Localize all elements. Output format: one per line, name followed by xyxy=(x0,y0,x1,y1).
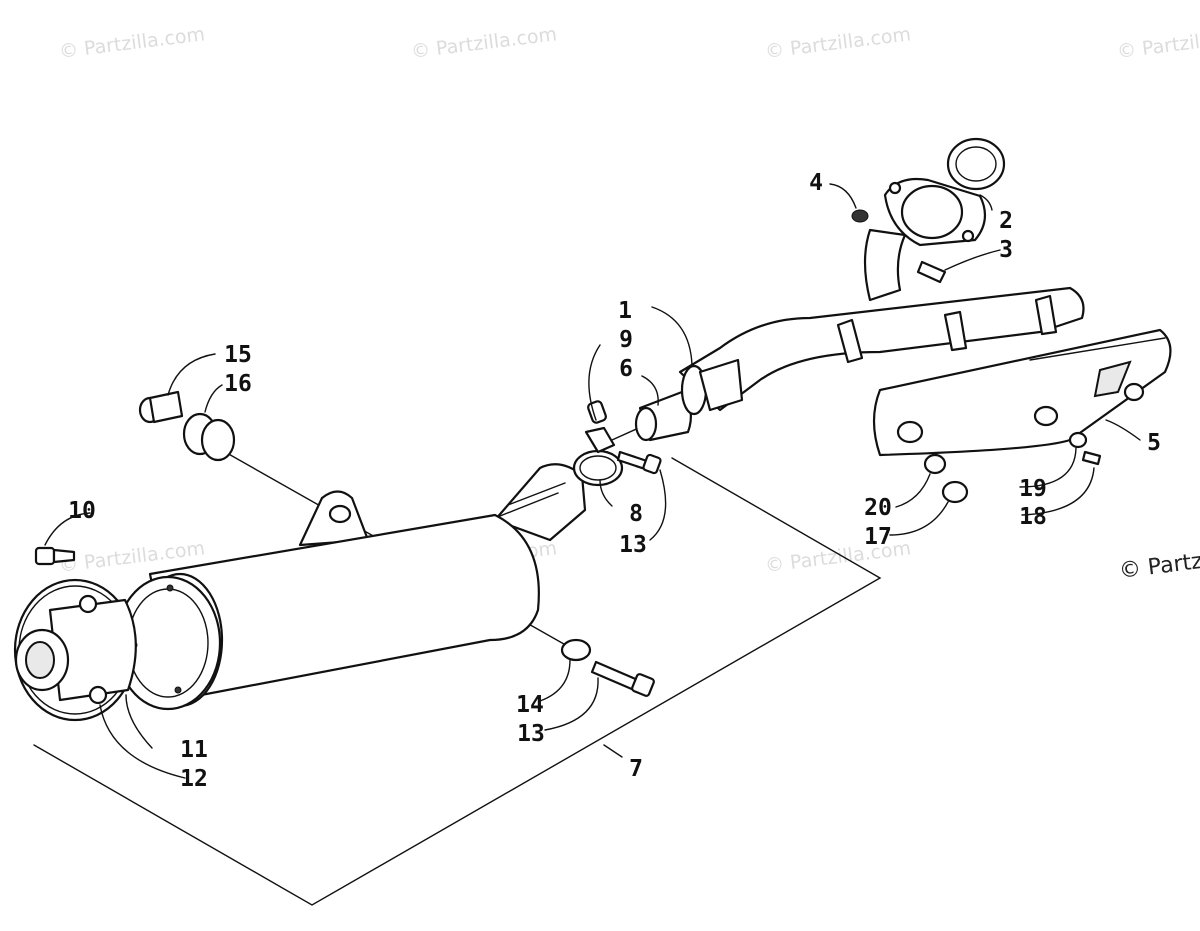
watermark-2: © Partzilla.com xyxy=(410,23,558,63)
callout-10: 10 xyxy=(68,498,96,524)
callout-18: 18 xyxy=(1019,504,1047,530)
callout-20: 20 xyxy=(864,495,892,521)
bolt-10 xyxy=(34,546,76,566)
callout-14: 14 xyxy=(516,692,544,718)
callout-8: 8 xyxy=(629,501,643,527)
callout-15: 15 xyxy=(224,342,252,368)
callout-2: 2 xyxy=(999,208,1013,234)
header-pipe xyxy=(678,137,1085,416)
watermark-4: © Partzilla.com xyxy=(1116,23,1200,63)
watermark-3: © Partzilla.com xyxy=(764,23,912,63)
callout-13-upper: 13 xyxy=(619,532,647,558)
mount-grommets xyxy=(138,390,236,462)
callout-13-lower: 13 xyxy=(517,721,545,747)
clamp-assembly xyxy=(572,390,693,487)
callouts: 1 2 3 4 5 6 7 8 9 10 11 12 13 13 14 15 1… xyxy=(68,170,1161,792)
assembly-outline xyxy=(33,457,882,906)
leader-lines xyxy=(44,183,1141,779)
callout-6: 6 xyxy=(619,356,633,382)
callout-12: 12 xyxy=(180,766,208,792)
callout-7: 7 xyxy=(629,756,643,782)
watermark-edge: © Partz xyxy=(1118,549,1200,584)
callout-11: 11 xyxy=(180,737,208,763)
callout-16: 16 xyxy=(224,371,252,397)
callout-9: 9 xyxy=(619,327,633,353)
washer-bolt-lower xyxy=(560,638,655,697)
callout-3: 3 xyxy=(999,237,1013,263)
callout-1: 1 xyxy=(618,298,632,324)
callout-19: 19 xyxy=(1019,476,1047,502)
callout-17: 17 xyxy=(864,524,892,550)
heat-shield xyxy=(872,328,1172,504)
watermark-1: © Partzilla.com xyxy=(58,23,206,63)
muffler xyxy=(13,463,587,722)
callout-4: 4 xyxy=(809,170,823,196)
callout-5: 5 xyxy=(1147,430,1161,456)
